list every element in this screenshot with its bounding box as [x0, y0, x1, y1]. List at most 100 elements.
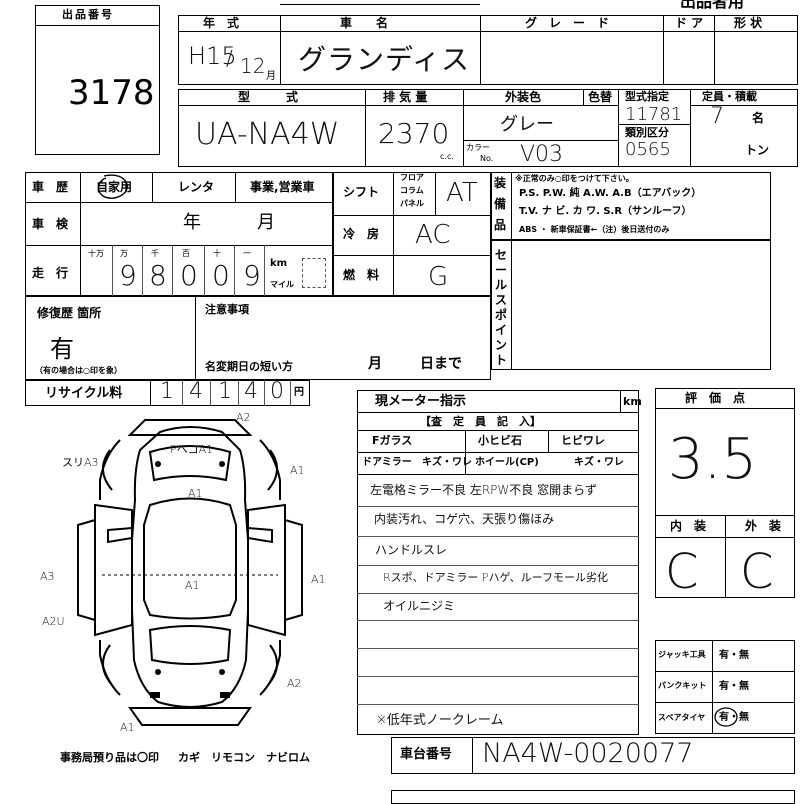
notes-label: 注意事項: [205, 303, 249, 316]
model-label: 型 式: [238, 90, 299, 104]
office-note: 事務局預り品は〇印: [60, 751, 159, 764]
inspector-header: 【査 定 員 記 入】: [420, 415, 541, 428]
equipment-char-1: 装: [494, 176, 507, 190]
office-items: カギ リモコン ナビロム: [178, 751, 310, 764]
color-change-label: 色替: [588, 90, 613, 104]
color-value: グレー: [500, 114, 554, 135]
mirror-label: ドアミラー: [362, 457, 412, 468]
fglass-value: 小ヒビ石: [478, 434, 522, 447]
name-change-day: 日まで: [420, 356, 462, 372]
displacement-label: 排 気 量: [383, 90, 428, 104]
exterior-label: 外 装: [745, 519, 782, 533]
body-label: 形 状: [734, 16, 763, 30]
repair-label: 修復歴 箇所: [37, 306, 102, 320]
diagram-mark-3: スリA3: [62, 456, 99, 469]
shift-value: AT: [446, 178, 478, 208]
repair-table: [25, 296, 491, 380]
place-100: 百: [182, 249, 190, 258]
inspection-month: 月: [257, 212, 275, 233]
tools-table: [655, 640, 795, 734]
rating-label: 評 価 点: [685, 391, 746, 405]
diagram-mark-4: A1: [290, 464, 305, 477]
lot-box: [35, 5, 160, 155]
doors-label: ド ア: [675, 16, 704, 30]
header-rule: [280, 4, 480, 5]
comment-3: ハンドルスレ: [375, 543, 448, 557]
chassis-table: [391, 737, 795, 774]
diagram-mark-5: A1: [188, 487, 203, 500]
lot-number: 3178: [68, 73, 155, 113]
fuel-label: 燃 料: [343, 268, 380, 282]
interior-label: 内 装: [670, 519, 707, 533]
month-unit: 月: [266, 71, 276, 82]
equipment-line-1: P.S. P.W. 純 A.W. A.B（エアバック）: [519, 188, 702, 199]
diagram-mark-8: A1: [311, 573, 326, 586]
history-private: 自家用: [96, 180, 133, 194]
mirror-value: キズ・ワレ: [422, 457, 472, 468]
name-change-month: 月: [368, 356, 382, 372]
exterior-value: C: [740, 544, 774, 600]
name-label: 車 名: [340, 16, 389, 30]
chassis-value: NA4W-0020077: [482, 738, 694, 769]
recycle-digit-3: 1: [218, 379, 232, 404]
color-no-label: カラー: [466, 143, 490, 152]
mileage-mile: マイル: [270, 280, 294, 289]
inspection-label: 車 検: [32, 217, 69, 231]
fuel-value: G: [428, 262, 449, 292]
recycle-label: リサイクル料: [45, 386, 123, 401]
chassis-label: 車台番号: [400, 747, 453, 762]
vehicle-name: グランディス: [298, 43, 471, 76]
diagram-mark-7: A3: [40, 570, 55, 583]
equipment-table: [491, 172, 771, 240]
fglass-label: Fガラス: [372, 434, 413, 447]
circle-mark-icon: [714, 707, 738, 727]
diagram-mark-9: A2U: [42, 615, 65, 628]
circle-mark-icon: [97, 174, 128, 199]
jack-label: ジャッキ工具: [658, 650, 706, 659]
color-label: 外装色: [505, 90, 542, 104]
fglass-right: ヒビワレ: [561, 434, 605, 447]
shift-panel: パネル: [400, 199, 424, 208]
diagram-mark-6: A1: [185, 579, 200, 592]
model-table: [178, 89, 798, 167]
equipment-line-3: ABS ・ 新車保証書←（注）後日送付のみ: [519, 225, 670, 234]
place-10: 十: [213, 249, 221, 258]
recycle-table: [25, 380, 310, 406]
diagram-mark-11: A1: [120, 721, 135, 734]
history-business: 事業,営業車: [250, 180, 315, 194]
repair-note: （有の場合は○印を象）: [35, 366, 122, 375]
history-label: 車 歴: [32, 180, 69, 194]
mileage-label: 走 行: [32, 266, 69, 280]
shift-floor: フロア: [400, 173, 424, 182]
comment-2: 内装汚れ、コゲ穴、天張り傷ほみ: [374, 512, 555, 526]
year-label: 年 式: [203, 16, 240, 30]
place-100k: 十万: [88, 249, 104, 258]
class-label: 類別区分: [625, 126, 669, 139]
mileage-digit-5: 9: [243, 259, 261, 292]
load-unit: トン: [745, 143, 770, 157]
mileage-digit-2: 8: [149, 259, 167, 292]
capacity-label: 定員・積載: [702, 90, 757, 103]
puncture-label: パンクキット: [658, 681, 707, 690]
cc-unit: c.c.: [440, 152, 454, 161]
place-1: 一: [243, 249, 251, 258]
diagram-mark-2: PヘコA1: [170, 443, 214, 456]
capacity-value: 7: [710, 104, 724, 129]
selling-point-table: [491, 240, 771, 370]
comment-9: ※低年式ノークレーム: [376, 713, 504, 728]
color-no-sub: No.: [480, 154, 494, 163]
aircon-label: 冷 房: [343, 227, 380, 241]
meter-label: 現メーター指示: [375, 394, 467, 409]
mileage-mile-checkbox[interactable]: [302, 258, 326, 288]
mileage-digit-1: 9: [119, 259, 137, 292]
spare-value: 有・無: [719, 712, 749, 723]
model-value: UA-NA4W: [195, 117, 340, 152]
class-number: 0565: [625, 139, 671, 160]
car-diagram-icon: [77, 419, 303, 726]
equipment-line-2: T.V. ナ ビ. カ ワ. S.R（サンルーフ）: [519, 206, 692, 217]
equipment-note: ※正常のみ○印をつけて下さい。: [515, 174, 634, 183]
place-1k: 千: [151, 249, 159, 258]
bottom-box: [391, 790, 795, 804]
capacity-unit: 名: [752, 111, 765, 125]
wheel-label: ホイール(CP): [475, 457, 539, 468]
